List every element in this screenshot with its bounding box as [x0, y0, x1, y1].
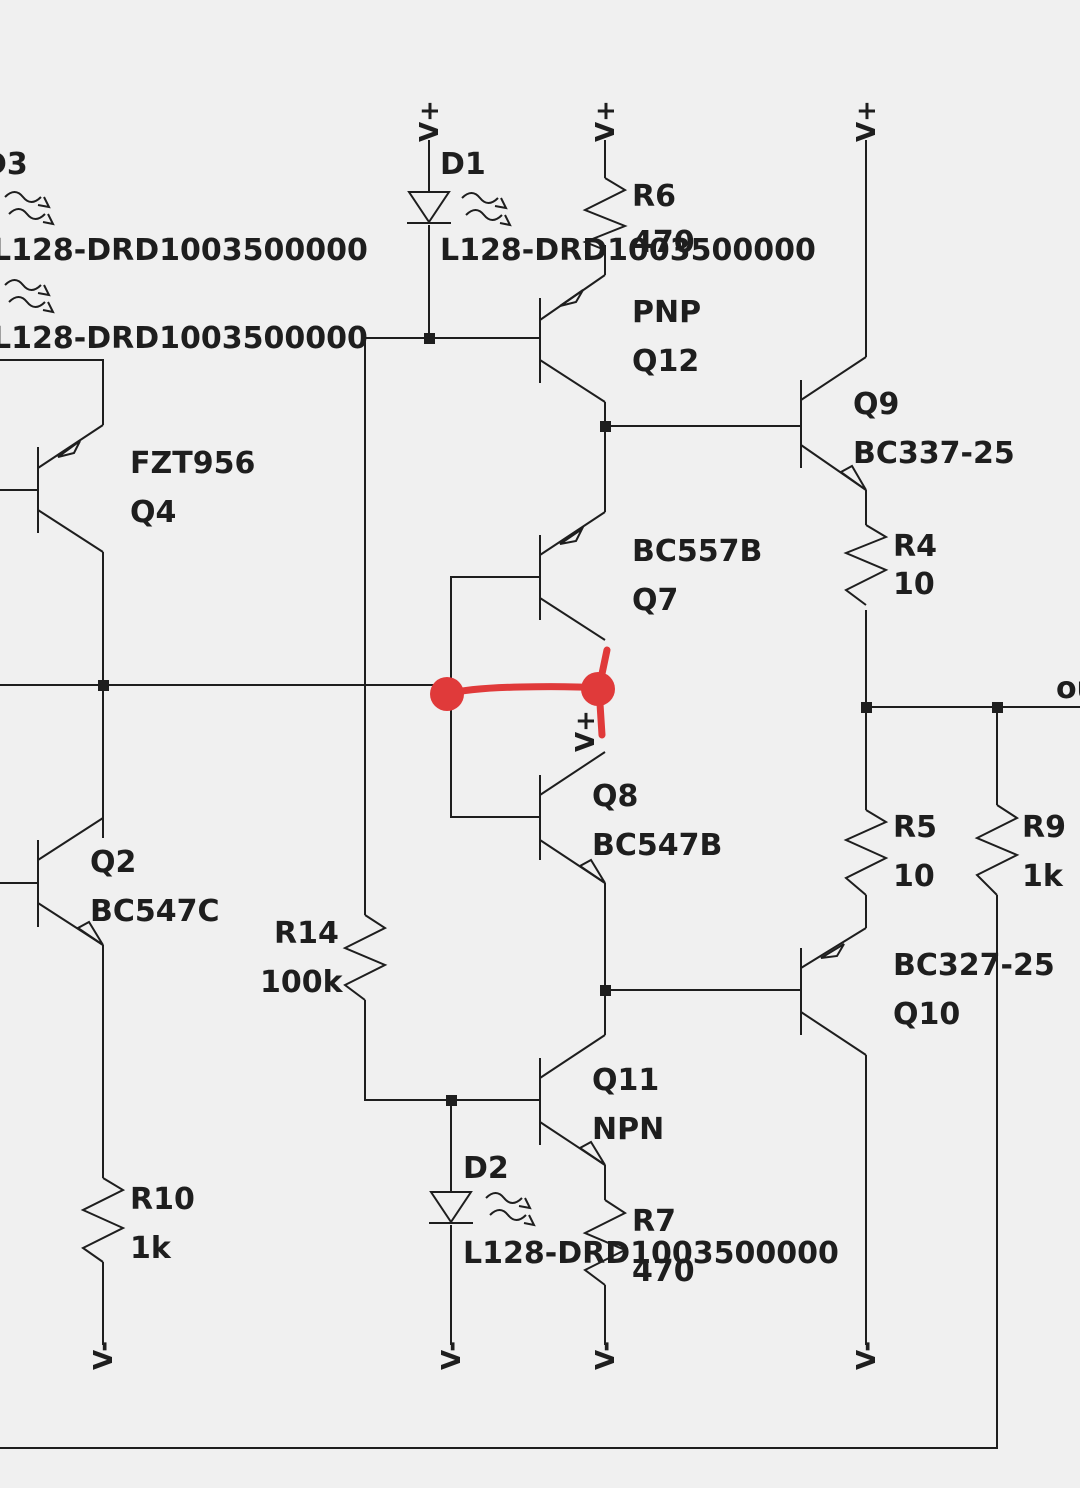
junction — [992, 702, 1003, 713]
label-d1-model: L128-DRD1003500000 — [440, 233, 816, 268]
label-r9: R9 — [1022, 810, 1066, 845]
label-q9-part: BC337-25 — [853, 436, 1015, 471]
label-r14: R14 — [274, 916, 339, 951]
junction — [424, 333, 435, 344]
label-d3-model-b: L128-DRD1003500000 — [0, 321, 368, 356]
label-d1: D1 — [440, 147, 486, 182]
label-r7: R7 — [632, 1204, 676, 1239]
label-q10-part: BC327-25 — [893, 948, 1055, 983]
transistor-q11 — [539, 1034, 606, 1166]
transistor-q4 — [37, 424, 104, 553]
transistor-q7 — [539, 511, 606, 641]
label-r4-value: 10 — [893, 567, 935, 602]
label-q12-type: PNP — [632, 295, 701, 330]
red-dot-left — [430, 677, 464, 711]
vminus-r7: V- — [591, 1341, 621, 1370]
led-d1 — [407, 191, 512, 227]
label-q7-part: BC557B — [632, 534, 762, 569]
label-r10-value: 1k — [130, 1231, 172, 1266]
resistor-r4 — [843, 524, 889, 606]
label-q4-part: FZT956 — [130, 446, 255, 481]
label-q8-part: BC547B — [592, 828, 722, 863]
label-r5-value: 10 — [893, 859, 935, 894]
vplus-mid: V+ — [571, 710, 601, 752]
vminus-d2: V- — [437, 1341, 467, 1370]
vplus-q9: V+ — [852, 100, 882, 142]
resistor-r10 — [80, 1177, 126, 1263]
label-output: ou — [1056, 671, 1080, 706]
led-d3-indicator — [4, 191, 55, 314]
junctions — [98, 333, 1003, 1106]
label-q7: Q7 — [632, 583, 678, 618]
label-q10: Q10 — [893, 997, 960, 1032]
transistor-q2 — [37, 817, 104, 946]
label-d3: D3 — [0, 147, 28, 182]
label-d2-model: L128-DRD1003500000 — [463, 1236, 839, 1271]
label-d3-model-a: L128-DRD1003500000 — [0, 233, 368, 268]
vminus-q10: V- — [852, 1341, 882, 1370]
transistor-q10 — [800, 927, 867, 1056]
junction — [98, 680, 109, 691]
transistor-q12 — [539, 274, 606, 403]
vplus-d1: V+ — [415, 100, 445, 142]
label-q11-type: NPN — [592, 1112, 664, 1147]
resistor-r9 — [974, 804, 1020, 896]
component-labels: D3 L128-DRD1003500000 L128-DRD1003500000… — [0, 147, 1080, 1289]
label-q2-part: BC547C — [90, 894, 220, 929]
label-d2: D2 — [463, 1151, 509, 1186]
label-r14-value: 100k — [260, 965, 344, 1000]
junction — [861, 702, 872, 713]
transistor-q8 — [539, 751, 606, 884]
label-q4: Q4 — [130, 495, 176, 530]
red-annotation — [430, 646, 615, 739]
transistor-q9 — [800, 356, 867, 491]
red-dot-right — [581, 672, 615, 706]
label-r6-value: 470 — [632, 225, 695, 260]
label-q9: Q9 — [853, 387, 899, 422]
junction — [600, 421, 611, 432]
resistor-r5 — [843, 809, 889, 896]
label-r4: R4 — [893, 529, 937, 564]
label-q12: Q12 — [632, 344, 699, 379]
resistor-r14 — [342, 914, 388, 1001]
label-r7-value: 470 — [632, 1254, 695, 1289]
led-d2 — [429, 1191, 536, 1227]
resistor-r6 — [582, 177, 628, 251]
label-r9-value: 1k — [1022, 859, 1064, 894]
label-q11: Q11 — [592, 1063, 659, 1098]
label-r10: R10 — [130, 1182, 195, 1217]
label-q8: Q8 — [592, 779, 638, 814]
label-q2: Q2 — [90, 845, 136, 880]
label-r5: R5 — [893, 810, 937, 845]
resistor-r7 — [582, 1199, 628, 1286]
label-r6: R6 — [632, 179, 676, 214]
junction — [600, 985, 611, 996]
junction — [446, 1095, 457, 1106]
vminus-r10: V- — [89, 1341, 119, 1370]
vplus-r6: V+ — [591, 100, 621, 142]
supply-labels: V+ V+ V+ V+ V- V- V- V- — [89, 100, 882, 1370]
